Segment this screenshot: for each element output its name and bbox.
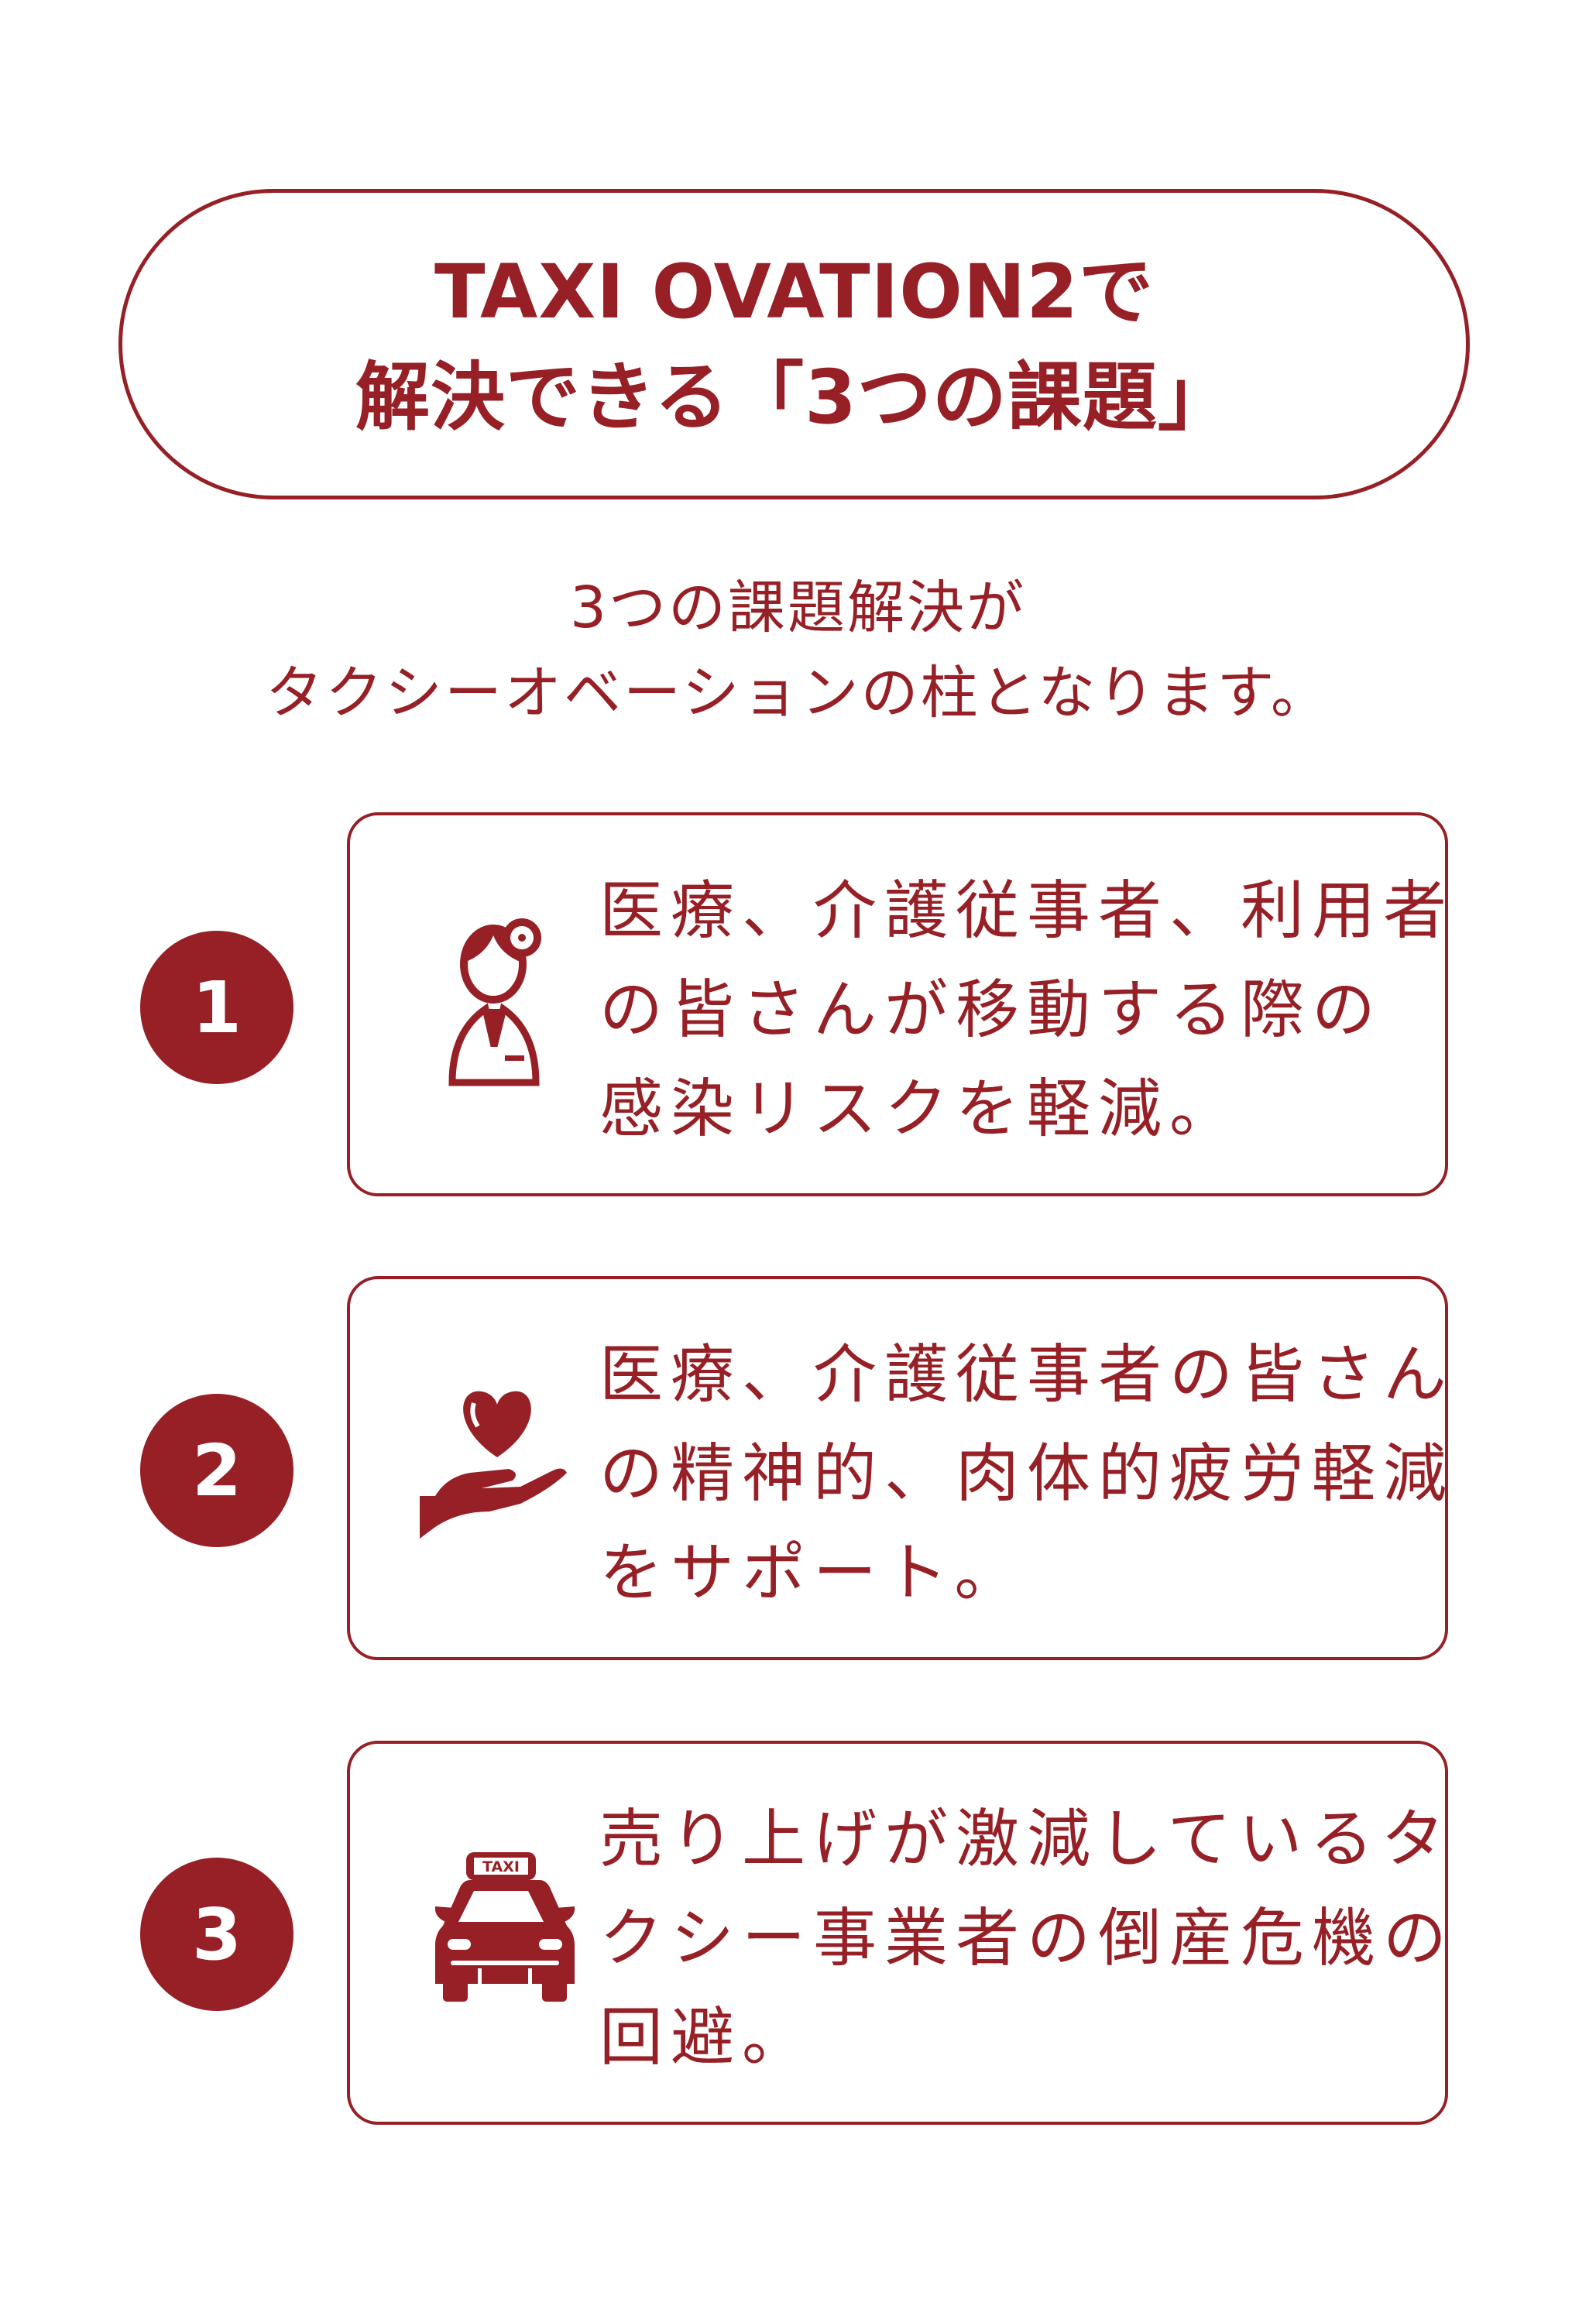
doctor-icon [448,918,541,1086]
subtitle-line-1: 3つの課題解決が [569,575,1027,641]
issue-card-3: TAXI 売り上げが激減しているタ クシー事業者の倒産危機の 回避。 [347,1741,1448,2125]
taxi-icon: TAXI [434,1852,575,2002]
item-2-line-3: をサポート。 [599,1536,1026,1610]
taxi-sign-label: TAXI [482,1858,520,1875]
number-badge-2: 2 [140,1394,293,1547]
issue-card-2: 医療、介護従事者の皆さん の精神的、肉体的疲労軽減 をサポート。 [347,1276,1448,1660]
item-3-line-3: 回避。 [599,2001,814,2074]
item-2-line-1: 医療、介護従事者の皆さん [599,1338,1455,1412]
item-3-line-2: クシー事業者の倒産危機の [599,1902,1455,1975]
subtitle-line-2: タクシーオベーションの柱となります。 [266,660,1330,726]
number-badge-1: 1 [140,931,293,1084]
issue-card-1: 医療、介護従事者、利用者 の皆さんが移動する際の 感染リスクを軽減。 [347,812,1448,1196]
item-1-line-2: の皆さんが移動する際の [599,973,1384,1047]
item-1-line-3: 感染リスクを軽減。 [599,1072,1241,1146]
item-2-line-2: の精神的、肉体的疲労軽減 [599,1437,1455,1511]
item-3-line-1: 売り上げが激減しているタ [599,1803,1453,1876]
subtitle: 3つの課題解決が タクシーオベーションの柱となります。 [0,565,1596,736]
title-banner: TAXI OVATION2で 解決できる「3つの課題」 [118,189,1470,499]
item-1-line-1: 医療、介護従事者、利用者 [599,874,1455,948]
title-line-1: TAXI OVATION2で [434,248,1155,335]
heart-hand-icon [420,1391,567,1539]
number-badge-3: 3 [140,1858,293,2011]
title-line-2: 解決できる「3つの課題」 [355,353,1233,441]
